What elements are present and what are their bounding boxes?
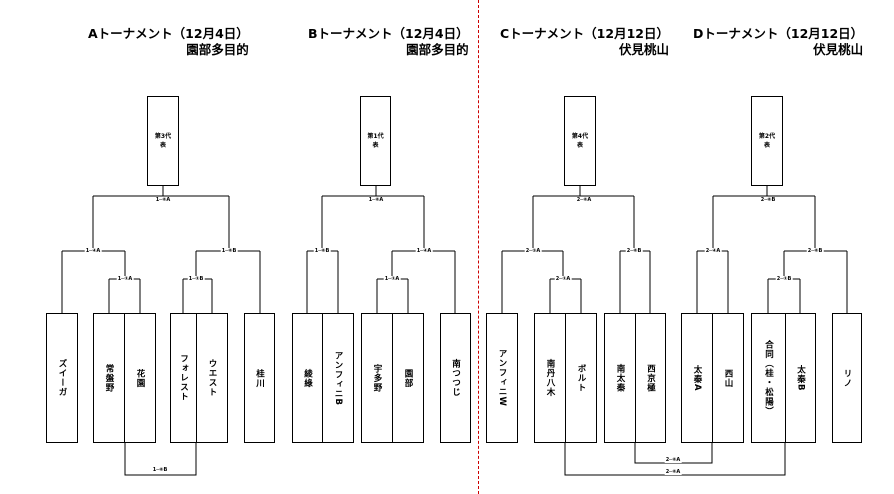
team-name: 南太秦: [615, 363, 625, 393]
team-name: アンフィニW: [497, 349, 507, 407]
seed-label: 第1代: [367, 133, 384, 140]
match-label: 2─⑤A: [524, 248, 542, 254]
team-name: リノ: [842, 368, 852, 388]
match-label: 1─⑥A: [154, 197, 172, 203]
seed-label: 表: [576, 142, 583, 149]
tournament-c-seed-box: 第4代 表: [564, 96, 596, 186]
team-box: フォレスト: [170, 313, 197, 443]
team-box: 南つつじ: [440, 313, 471, 443]
match-label: 2─①A: [554, 276, 572, 282]
bracket-connector: [564, 443, 786, 476]
seed-label: 第4代: [571, 133, 589, 140]
match-label: 1─⑥B: [220, 248, 238, 254]
team-name: アンフィニB: [333, 350, 343, 406]
tournament-d-title: Dトーナメント（12月12日）: [693, 26, 864, 41]
team-box: ズイーガ: [46, 313, 78, 443]
team-name: 太秦A: [692, 364, 702, 392]
team-name: フォレスト: [178, 354, 189, 402]
tournament-b-venue: 園部多目的: [406, 42, 469, 57]
team-box: 綾綠: [292, 313, 323, 443]
tournament-b-header: Bトーナメント（12月4日） 園部多目的: [308, 26, 469, 58]
tournament-a-header: Aトーナメント（12月4日） 園部多目的: [88, 26, 249, 58]
team-box: 南太秦: [604, 313, 636, 443]
team-box: 常盤野: [93, 313, 125, 443]
match-label: 2─⑥B: [759, 197, 777, 203]
team-name: ウエスト: [207, 359, 217, 397]
team-box: 太秦A: [681, 313, 713, 443]
match-label: 1─①B: [187, 276, 205, 282]
team-name: 桂川: [254, 368, 265, 388]
team-box: 園部: [392, 313, 424, 443]
match-label: 1─④A: [415, 248, 433, 254]
team-box: 太秦B: [785, 313, 816, 443]
team-box: リノ: [832, 313, 862, 443]
tournament-c-venue: 伏見桃山: [618, 42, 669, 57]
seed-label: 表: [763, 142, 770, 149]
team-box: ボルト: [565, 313, 597, 443]
team-box: 西山: [712, 313, 744, 443]
match-label: 2─⑥A: [575, 197, 593, 203]
team-name: 綾綠: [302, 368, 313, 388]
tournament-a-seed-box: 第3代 表: [147, 96, 179, 186]
match-label: 2─⑥A: [664, 469, 682, 475]
team-name: ボルト: [576, 363, 586, 393]
tournament-c-title: Cトーナメント（12月12日）: [500, 26, 669, 41]
team-name: 西京極: [645, 363, 656, 393]
tournament-a-title: Aトーナメント（12月4日）: [88, 26, 249, 41]
tournament-c-header: Cトーナメント（12月12日） 伏見桃山: [500, 26, 669, 58]
match-label: 2─⑥B: [625, 248, 643, 254]
section-divider: [478, 0, 479, 494]
team-box: ウエスト: [196, 313, 228, 443]
bracket-connector: [634, 443, 713, 464]
match-label: 1─⑥A: [367, 197, 385, 203]
tournament-d-seed-box: 第2代 表: [751, 96, 783, 186]
team-box: 宇多野: [361, 313, 393, 443]
team-box: 合同（桂・松陽）: [751, 313, 786, 443]
team-name: 園部: [403, 368, 413, 388]
match-label: 2─④A: [704, 248, 722, 254]
match-label: 1─⑥B: [151, 467, 169, 473]
seed-label: 表: [159, 142, 166, 149]
team-box: 西京極: [635, 313, 666, 443]
tournament-a-venue: 園部多目的: [186, 42, 249, 57]
team-name: 南つつじ: [450, 359, 461, 397]
team-box: 花園: [124, 313, 156, 443]
team-name: ズイーガ: [57, 359, 67, 397]
seed-label: 第3代: [154, 133, 172, 140]
match-label: 1─①A: [383, 276, 401, 282]
tournament-d-header: Dトーナメント（12月12日） 伏見桃山: [693, 26, 863, 58]
team-name: 常盤野: [104, 363, 114, 393]
match-label: 2─⑥B: [806, 248, 824, 254]
team-box: アンフィニB: [322, 313, 354, 443]
match-label: 2─①B: [775, 276, 793, 282]
team-name: 太秦B: [795, 364, 806, 392]
team-box: 桂川: [244, 313, 275, 443]
team-box: 南丹八木: [534, 313, 566, 443]
match-label: 2─⑥A: [664, 457, 682, 463]
seed-label: 表: [372, 142, 379, 149]
tournament-b-seed-box: 第1代 表: [360, 96, 391, 186]
match-label: 1─①A: [116, 276, 134, 282]
team-name: 西山: [723, 368, 733, 388]
bracket-connector: [124, 443, 197, 476]
match-label: 1─⑥B: [313, 248, 331, 254]
tournament-d-venue: 伏見桃山: [813, 42, 864, 57]
tournament-b-title: Bトーナメント（12月4日）: [308, 26, 469, 41]
team-name: 合同（桂・松陽）: [763, 340, 774, 416]
match-label: 1─④A: [84, 248, 102, 254]
team-name: 南丹八木: [545, 359, 555, 397]
team-name: 宇多野: [372, 363, 382, 393]
team-box: アンフィニW: [486, 313, 518, 443]
team-name: 花園: [135, 368, 145, 388]
seed-label: 第2代: [758, 133, 776, 140]
